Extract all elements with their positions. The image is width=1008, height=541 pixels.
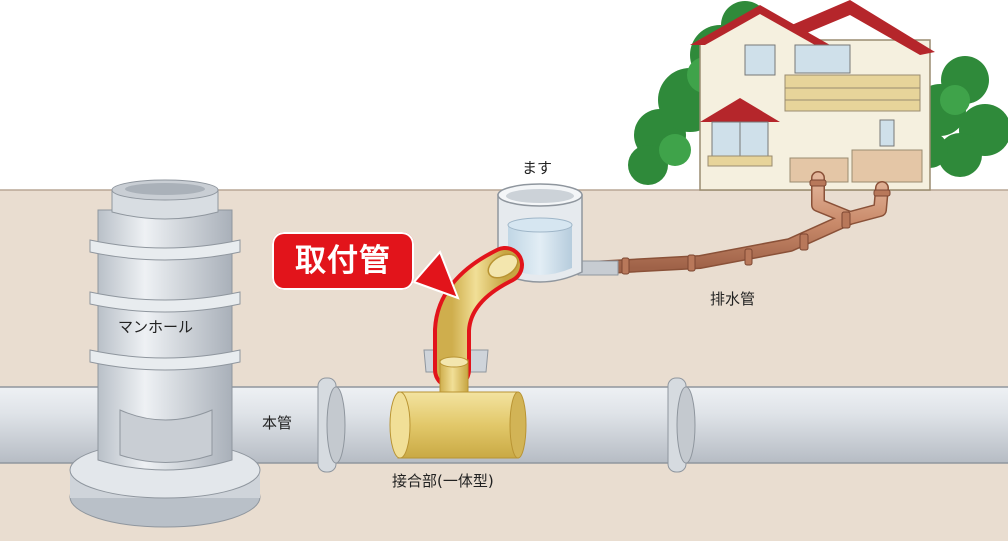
drain-pipe (577, 171, 891, 276)
lateral-callout-label: 取付管 (272, 232, 414, 290)
junction-label: 接合部(一体型) (392, 472, 494, 490)
inlet-box-label: ます (522, 159, 553, 177)
manhole (69, 179, 261, 528)
manhole-label: マンホール (118, 318, 194, 336)
main-pipe-label: 本管 (262, 414, 293, 432)
house-illustration (690, 0, 935, 191)
drain-pipe-label: 排水管 (710, 290, 756, 308)
lateral-pipe (433, 246, 524, 389)
tee-junction (389, 356, 527, 459)
